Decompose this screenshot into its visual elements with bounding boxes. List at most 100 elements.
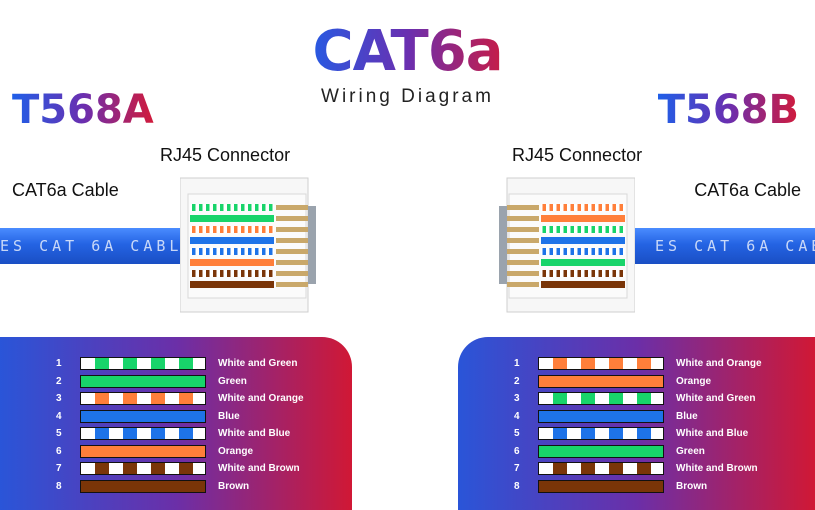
connector-wire-stripe xyxy=(248,248,252,255)
connector-wire-stripe xyxy=(206,204,210,211)
wire-color-swatch xyxy=(80,444,206,458)
connector-wire-stripe xyxy=(619,248,623,255)
connector-wire-stripe xyxy=(591,204,595,211)
connector-wire-stripe xyxy=(255,248,259,255)
connector-gold-contact xyxy=(507,216,539,221)
wire-color-name: Brown xyxy=(676,480,708,492)
connector-gold-contact xyxy=(507,249,539,254)
connector-wire-stripe xyxy=(605,248,609,255)
connector-wire-stripe xyxy=(206,248,210,255)
connector-body xyxy=(499,177,635,313)
wire-stripe xyxy=(637,463,651,474)
connector-inner xyxy=(187,193,307,299)
connector-gold-contact xyxy=(507,282,539,287)
wire-stripe xyxy=(553,463,567,474)
pin-number: 1 xyxy=(56,358,62,369)
cable-print-left: ES CAT 6A CABLE xyxy=(0,237,195,255)
wire-stripe xyxy=(151,358,165,369)
connector-wire xyxy=(541,259,625,266)
wire-color-swatch xyxy=(80,357,206,370)
connector-wire-stripe xyxy=(262,204,266,211)
connector-wire xyxy=(541,215,625,222)
connector-wire-stripe xyxy=(612,270,616,277)
wire-color-swatch xyxy=(538,444,664,458)
connector-wire-stripe xyxy=(605,270,609,277)
connector-wire-stripe xyxy=(570,248,574,255)
pin-number: 3 xyxy=(56,393,62,404)
wire-stripe xyxy=(609,358,623,369)
connector-gold-contact xyxy=(507,271,539,276)
connector-wire-stripe xyxy=(206,270,210,277)
wire-color-swatch xyxy=(80,409,206,423)
connector-wire-stripe xyxy=(241,226,245,233)
wire-color-name: Green xyxy=(218,375,247,387)
connector-wire-stripe xyxy=(192,226,196,233)
connector-wire-stripe xyxy=(192,204,196,211)
wire-stripe xyxy=(553,358,567,369)
connector-label-right: RJ45 Connector xyxy=(512,145,643,165)
connector-wire-stripe xyxy=(542,248,546,255)
connector-wire-stripe xyxy=(570,226,574,233)
connector-wire-stripe xyxy=(563,270,567,277)
wire-stripe xyxy=(151,428,165,439)
wire-color-name: White and Orange xyxy=(676,358,762,369)
connector-wire-stripe xyxy=(199,204,203,211)
connector-wire-stripe xyxy=(598,204,602,211)
connector-gold-contact xyxy=(276,205,308,210)
connector-wire-stripe xyxy=(234,270,238,277)
rj45-connector-t568a xyxy=(180,177,316,313)
wire-color-name: White and Brown xyxy=(676,463,758,474)
connector-wire-stripe xyxy=(598,270,602,277)
connector-wire-stripe xyxy=(619,204,623,211)
wire-color-name: Orange xyxy=(676,375,712,387)
cable-label-left: CAT6a Cable xyxy=(12,180,119,200)
connector-wire-stripe xyxy=(612,248,616,255)
connector-wire-stripe xyxy=(262,248,266,255)
connector-gold-contact xyxy=(276,260,308,265)
connector-wire-stripe xyxy=(542,226,546,233)
pin-number: 8 xyxy=(56,480,62,492)
connector-wire-stripe xyxy=(248,204,252,211)
connector-wire-stripe xyxy=(605,204,609,211)
connector-wire-stripe xyxy=(549,204,553,211)
connector-wire-stripe xyxy=(591,270,595,277)
connector-body xyxy=(180,177,316,313)
connector-wire-stripe xyxy=(269,248,273,255)
wire-stripe xyxy=(581,463,595,474)
pin-number: 3 xyxy=(514,393,520,404)
connector-wire-stripe xyxy=(227,204,231,211)
connector-wire-stripe xyxy=(262,270,266,277)
connector-wire-stripe xyxy=(220,204,224,211)
wire-color-swatch xyxy=(538,409,664,423)
pin-number: 6 xyxy=(514,445,520,457)
wire-stripe xyxy=(123,428,137,439)
connector-wire-stripe xyxy=(227,248,231,255)
connector-wire-stripe xyxy=(556,204,560,211)
wire-color-swatch xyxy=(538,374,664,388)
wire-stripe xyxy=(581,393,595,404)
connector-wire-stripe xyxy=(234,226,238,233)
wire-stripe xyxy=(637,393,651,404)
connector-wire-stripe xyxy=(248,270,252,277)
connector-inner xyxy=(508,193,628,299)
connector-wire-stripe xyxy=(584,204,588,211)
connector-wire-stripe xyxy=(549,248,553,255)
wire-color-swatch xyxy=(80,462,206,475)
wire-stripe xyxy=(179,463,193,474)
wire-stripe xyxy=(123,358,137,369)
wire-color-name: White and Blue xyxy=(676,428,749,439)
connector-wire-stripe xyxy=(269,226,273,233)
connector-gold-contact xyxy=(507,260,539,265)
connector-wire-stripe xyxy=(241,248,245,255)
wire-stripe xyxy=(95,358,109,369)
connector-wire-stripe xyxy=(213,248,217,255)
connector-latch xyxy=(308,206,316,284)
pin-number: 1 xyxy=(514,358,520,369)
diagram-subtitle: Wiring Diagram xyxy=(321,86,494,107)
wire-color-swatch xyxy=(80,392,206,405)
connector-wire-stripe xyxy=(577,204,581,211)
wire-stripe xyxy=(637,358,651,369)
connector-wire xyxy=(190,226,274,233)
pin-number: 8 xyxy=(514,480,520,492)
wire-stripe xyxy=(151,393,165,404)
